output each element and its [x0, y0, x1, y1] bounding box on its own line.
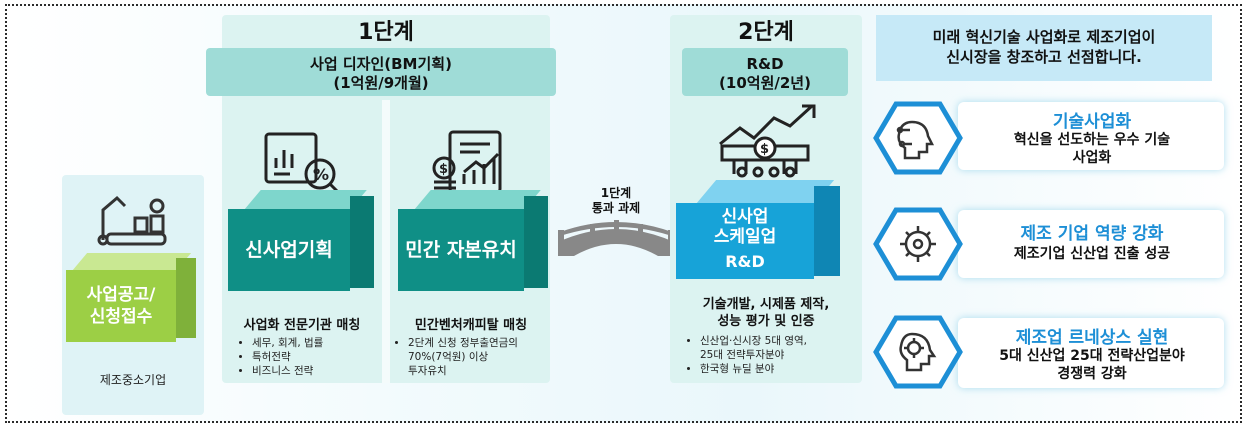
- stage1-header: 사업 디자인(BM기획) (1억원/9개월): [206, 48, 556, 96]
- outcome-desc-2: 제조기업 신산업 진출 성공: [1013, 246, 1171, 262]
- rnd-subtitle: 기술개발, 시제품 제작, 성능 평가 및 인증: [702, 297, 830, 329]
- bridge-label: 1단계 통과 과제: [591, 186, 641, 215]
- ai-head-icon: [873, 101, 963, 175]
- outcome-card-3: [958, 318, 1224, 388]
- intake-caption: 제조중소기업: [99, 373, 167, 387]
- svg-text:%: %: [313, 165, 329, 184]
- stage2-title: 2단계: [738, 20, 794, 45]
- report-analysis-icon: %: [264, 132, 344, 198]
- capital-cube-top: [414, 190, 541, 210]
- rnd-bullet-2: 한국형 뉴딜 분야: [700, 362, 876, 376]
- capital-cube: 민간 자본유치: [398, 209, 524, 291]
- growth-chart-icon: $: [719, 104, 816, 178]
- planning-bullet-1: 세무, 회계, 법률: [252, 336, 392, 350]
- stage1-divider: [382, 100, 390, 383]
- rnd-bullets: 신산업·신시장 5대 영역, 25대 전략투자분야 한국형 뉴딜 분야: [684, 334, 876, 376]
- scaleup-cube-label: 신사업 스케일업: [713, 207, 777, 247]
- brain-gear-icon: [873, 315, 963, 389]
- scaleup-cube-sub: R&D: [725, 252, 765, 271]
- capital-bullet-1: 2단계 신청 정부출연금의 70%(7억원) 이상 투자유치: [408, 336, 564, 378]
- outcome-title-3: 제조업 르네상스 실현: [1015, 328, 1169, 348]
- outcome-title-2: 제조 기업 역량 강화: [1020, 224, 1164, 244]
- stage1-title: 1단계: [358, 20, 414, 45]
- intake-cube: 사업공고/ 신청접수: [66, 270, 176, 342]
- svg-text:$: $: [760, 142, 769, 157]
- planning-bullets: 세무, 회계, 법률 특허전략 비즈니스 전략: [236, 336, 392, 378]
- capital-cube-side: [524, 196, 548, 288]
- outcome-card-1: [958, 102, 1224, 170]
- bridge-icon: [558, 220, 674, 256]
- outcome-desc-1: 혁신을 선도하는 우수 기술 사업화: [1013, 132, 1171, 166]
- outcome-card-2: [958, 210, 1224, 278]
- stage2-header: R&D (10억원/2년): [682, 48, 848, 96]
- planning-bullet-2: 특허전략: [252, 350, 392, 364]
- gear-network-icon: [873, 207, 963, 281]
- vision-banner: 미래 혁신기술 사업화로 제조기업이 신시장을 창조하고 선점합니다.: [876, 15, 1212, 81]
- planning-cube-top: [244, 190, 367, 210]
- outcome-desc-3: 5대 신산업 25대 전략산업분야 경쟁력 강화: [999, 348, 1185, 382]
- svg-text:$: $: [439, 162, 448, 177]
- planning-bullet-3: 비즈니스 전략: [252, 364, 392, 378]
- planning-cube-side: [350, 196, 374, 288]
- factory-robot-icon: [97, 195, 167, 246]
- capital-subtitle: 민간벤처캐피탈 매칭: [414, 318, 528, 333]
- rnd-bullet-1: 신산업·신시장 5대 영역, 25대 전략투자분야: [700, 334, 876, 362]
- capital-bullets: 2단계 신청 정부출연금의 70%(7억원) 이상 투자유치: [392, 336, 564, 378]
- intake-cube-side: [176, 258, 196, 338]
- outcome-title-1: 기술사업화: [1052, 112, 1132, 132]
- scaleup-cube: [676, 203, 814, 279]
- intake-cube-top: [72, 253, 192, 271]
- scaleup-cube-side: [814, 186, 840, 276]
- planning-subtitle: 사업화 전문기관 매칭: [243, 318, 361, 333]
- planning-cube: 신사업기획: [228, 209, 350, 291]
